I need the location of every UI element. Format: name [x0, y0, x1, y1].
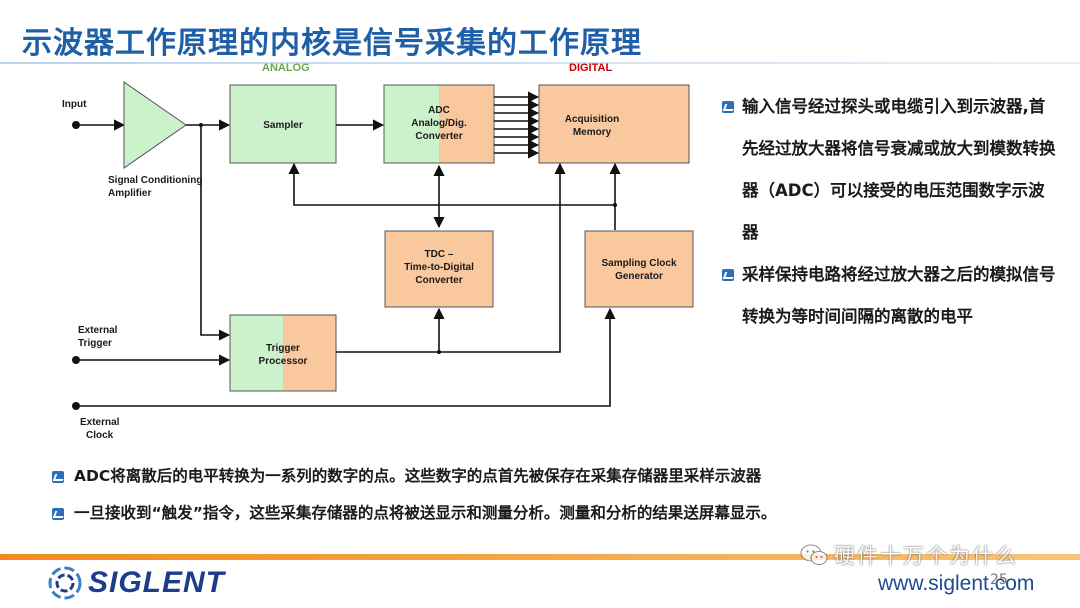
adc-to-memory-bus: [494, 91, 540, 159]
siglent-swirl-icon: [48, 566, 82, 600]
footer: [0, 560, 1080, 608]
right-bullet-text: 采样保持电路将经过放大器之后的模拟信号转换为等时间间隔的离散的电平: [742, 265, 1056, 326]
trigger-label-line1: Trigger: [266, 343, 300, 354]
ext-clock-label-line2: Clock: [86, 430, 114, 441]
tdc-label-line2: Time-to-Digital: [404, 262, 474, 273]
ext-trigger-label-line1: External: [78, 325, 118, 336]
footer-accent-bar: [0, 554, 1080, 560]
trigger-box-analog-half: [230, 315, 283, 391]
input-label: Input: [62, 99, 87, 110]
amp-label-line2: Amplifier: [108, 188, 151, 199]
right-bullet-item: 采样保持电路将经过放大器之后的模拟信号转换为等时间间隔的离散的电平: [718, 254, 1058, 338]
tdc-label-line3: Converter: [415, 275, 462, 286]
signal-conditioning-amplifier: [123, 81, 187, 169]
adc-label-line3: Converter: [415, 131, 462, 142]
sampling-clock-generator-box: [584, 230, 694, 308]
digital-section-label: DIGITAL: [569, 62, 612, 74]
acquisition-block-diagram: ANALOG DIGITAL Input Signal Conditioning…: [62, 62, 694, 441]
bullet-wave-icon: [722, 101, 734, 113]
title-divider: [0, 62, 1080, 64]
adc-label-line1: ADC: [428, 105, 450, 116]
right-bullet-text: 输入信号经过探头或电缆引入到示波器,首先经过放大器将信号衰减或放大到模数转换器（…: [742, 97, 1056, 242]
adc-label-line2: Analog/Dig.: [411, 118, 467, 129]
sampler-label: Sampler: [263, 120, 303, 131]
trigger-box-digital-half: [283, 315, 336, 391]
trigger-processor-box: [229, 314, 337, 392]
bottom-bullet-item: ADC将离散后的电平转换为一系列的数字的点。这些数字的点首先被保存在采集存储器里…: [48, 466, 1048, 486]
acq-label-line1: Acquisition: [565, 114, 619, 125]
adc-box-digital-half: [439, 85, 494, 163]
wechat-watermark: 硬件十万个为什么: [800, 540, 1018, 570]
ext-trigger-label-line2: Trigger: [78, 338, 112, 349]
tdc-label-line1: TDC –: [425, 249, 454, 260]
input-terminal: [72, 121, 80, 129]
footer-url[interactable]: www.siglent.com: [878, 572, 1035, 595]
bottom-bullet-text: 一旦接收到“触发”指令，这些采集存储器的点将被送显示和测量分析。测量和分析的结果…: [74, 504, 777, 522]
external-clock-terminal: [72, 402, 80, 410]
analog-section-label: ANALOG: [262, 62, 310, 74]
wechat-icon: [800, 544, 828, 565]
trigger-label-line2: Processor: [259, 356, 308, 367]
bottom-bullet-item: 一旦接收到“触发”指令，这些采集存储器的点将被送显示和测量分析。测量和分析的结果…: [48, 503, 1048, 523]
clock-gen-label-line1: Sampling Clock: [601, 258, 676, 269]
external-trigger-terminal: [72, 356, 80, 364]
page-number: 25: [990, 572, 1008, 588]
sampler-box: [229, 84, 337, 164]
bullet-wave-icon: [52, 471, 64, 483]
ext-clock-label-line1: External: [80, 417, 120, 428]
acquisition-memory-box: [538, 84, 690, 164]
amp-label-line1: Signal Conditioning: [108, 175, 202, 186]
bullet-wave-icon: [722, 269, 734, 281]
acq-label-line2: Memory: [573, 127, 612, 138]
right-bullet-item: 输入信号经过探头或电缆引入到示波器,首先经过放大器将信号衰减或放大到模数转换器（…: [718, 86, 1058, 254]
watermark-text: 硬件十万个为什么: [834, 544, 1018, 568]
right-bullet-list: 输入信号经过探头或电缆引入到示波器,首先经过放大器将信号衰减或放大到模数转换器（…: [718, 86, 1058, 338]
bottom-bullet-text: ADC将离散后的电平转换为一系列的数字的点。这些数字的点首先被保存在采集存储器里…: [74, 467, 762, 485]
bottom-bullet-list: ADC将离散后的电平转换为一系列的数字的点。这些数字的点首先被保存在采集存储器里…: [48, 466, 1048, 540]
adc-box: [383, 84, 495, 164]
bullet-wave-icon: [52, 508, 64, 520]
adc-box-analog-half: [384, 85, 439, 163]
clock-gen-label-line2: Generator: [615, 271, 663, 282]
slide-title: 示波器工作原理的内核是信号采集的工作原理: [22, 26, 642, 61]
logo-wordmark: SIGLENT: [88, 566, 226, 599]
siglent-logo: SIGLENT: [48, 566, 225, 600]
tdc-box: [384, 230, 494, 308]
